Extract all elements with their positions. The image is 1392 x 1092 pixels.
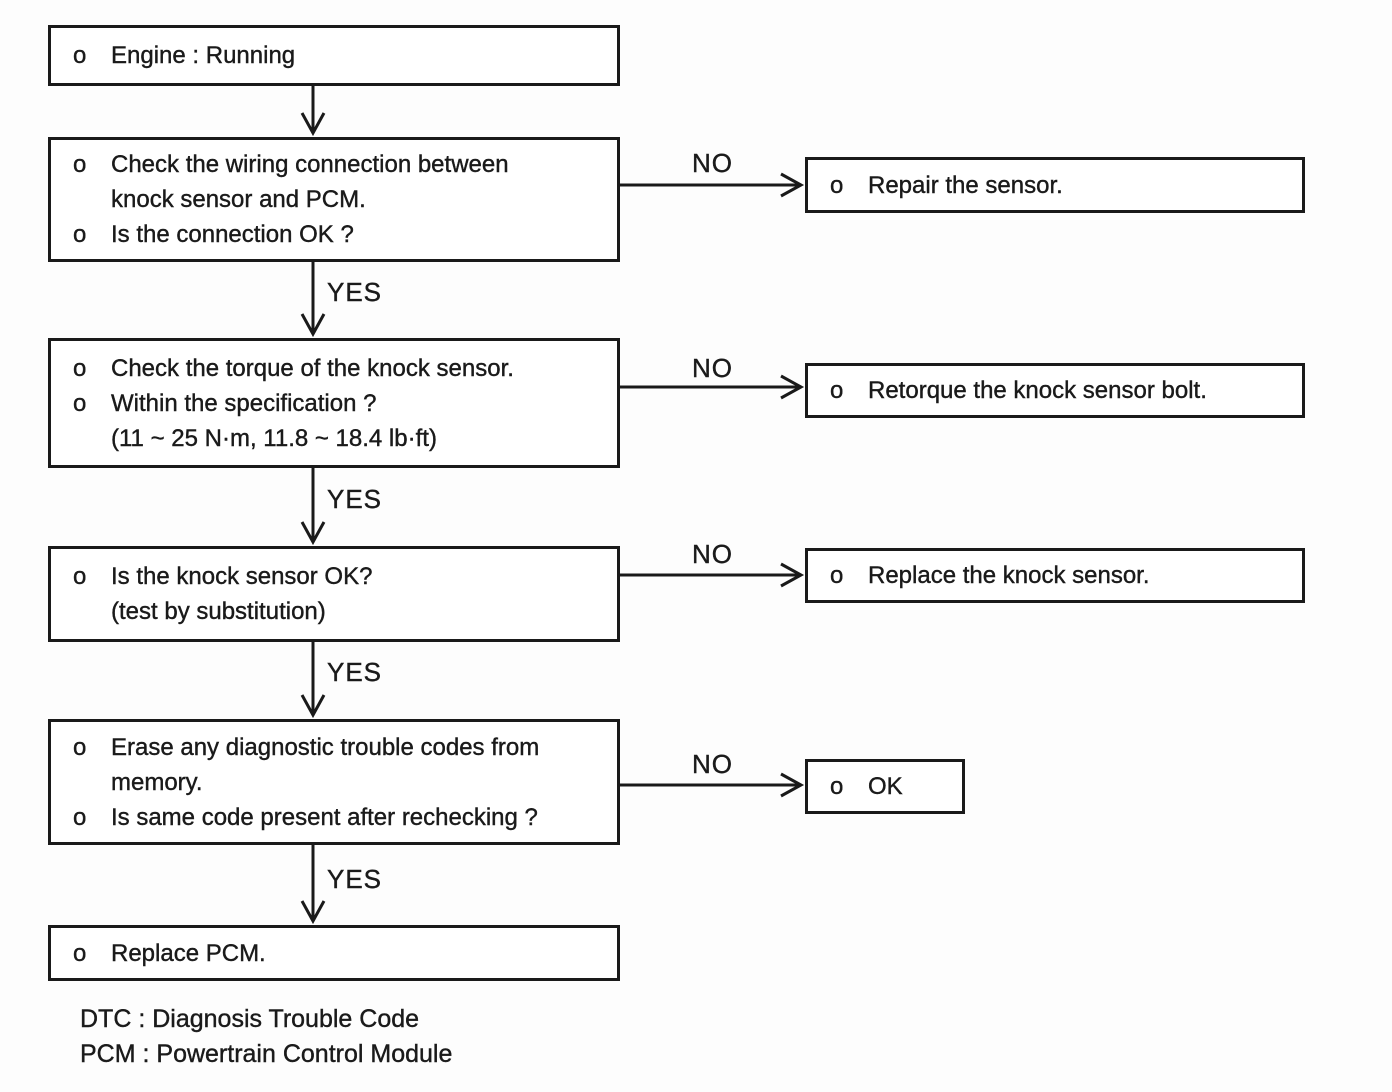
bullet-marker: o (830, 562, 844, 589)
edge-label-no-3: NO (692, 539, 733, 569)
action-line: o OK (830, 769, 950, 804)
bullet-marker: o (73, 389, 87, 417)
action-text: Retorque the knock sensor bolt. (868, 377, 1207, 404)
step-line: o Replace PCM. (73, 936, 605, 971)
step-text: (11 ~ 25 N·m, 11.8 ~ 18.4 lb·ft) (111, 424, 437, 452)
step-text: Is same code present after rechecking ? (111, 803, 538, 831)
action-text: Replace the knock sensor. (868, 562, 1150, 589)
edge-label-yes-3: YES (327, 657, 383, 687)
step-text: Check the torque of the knock sensor. (111, 354, 514, 382)
step-text: Erase any diagnostic trouble codes from (111, 733, 540, 761)
flow-step-check-torque: o Check the torque of the knock sensor. … (48, 338, 620, 468)
step-line: (test by substitution) (73, 594, 605, 629)
step-line: memory. (73, 765, 605, 800)
flow-action-replace-knock-sensor: o Replace the knock sensor. (805, 548, 1305, 603)
flow-action-ok: o OK (805, 759, 965, 814)
flow-step-knock-sensor-ok: o Is the knock sensor OK? (test by subst… (48, 546, 620, 642)
step-text: Engine : Running (111, 42, 296, 69)
bullet-marker: o (830, 773, 844, 800)
step-text: Is the connection OK ? (111, 221, 354, 248)
bullet-marker: o (73, 354, 87, 382)
edge-label-no-2: NO (692, 353, 733, 383)
step-line: o Engine : Running (73, 38, 605, 73)
step-line: o Is the knock sensor OK? (73, 559, 605, 594)
edge-label-no-4: NO (692, 749, 733, 779)
step-line: o Erase any diagnostic trouble codes fro… (73, 730, 605, 765)
step-line: o Is same code present after rechecking … (73, 800, 605, 835)
bullet-marker (73, 765, 111, 800)
step-line: (11 ~ 25 N·m, 11.8 ~ 18.4 lb·ft) (73, 421, 605, 456)
action-line: o Repair the sensor. (830, 168, 1290, 203)
footnotes: DTC : Diagnosis Trouble Code PCM : Power… (80, 1002, 453, 1072)
action-text: OK (868, 773, 903, 800)
bullet-marker: o (73, 42, 87, 69)
flow-action-retorque-bolt: o Retorque the knock sensor bolt. (805, 363, 1305, 418)
step-text: Is the knock sensor OK? (111, 563, 373, 590)
bullet-marker: o (73, 563, 87, 590)
bullet-marker (73, 421, 111, 456)
step-text: (test by substitution) (111, 598, 326, 625)
bullet-marker (73, 594, 111, 629)
step-text: memory. (111, 768, 203, 796)
bullet-marker: o (73, 803, 87, 831)
flow-step-replace-pcm: o Replace PCM. (48, 925, 620, 981)
action-line: o Retorque the knock sensor bolt. (830, 373, 1290, 408)
flow-step-erase-dtc: o Erase any diagnostic trouble codes fro… (48, 719, 620, 845)
step-text: Within the specification ? (111, 389, 377, 417)
bullet-marker: o (73, 939, 87, 967)
flow-step-engine-running: o Engine : Running (48, 25, 620, 86)
footnote-pcm: PCM : Powertrain Control Module (80, 1040, 453, 1068)
step-line: o Within the specification ? (73, 386, 605, 421)
edge-label-yes-4: YES (327, 864, 383, 894)
bullet-marker (73, 182, 111, 217)
step-text: knock sensor and PCM. (111, 186, 366, 213)
edge-label-no-1: NO (692, 148, 733, 178)
step-text: Check the wiring connection between (111, 151, 509, 178)
edge-label-yes-1: YES (327, 277, 383, 307)
bullet-marker: o (73, 151, 87, 178)
step-line: o Check the wiring connection between (73, 147, 605, 182)
action-text: Repair the sensor. (868, 171, 1063, 199)
step-line: o Is the connection OK ? (73, 217, 605, 252)
bullet-marker: o (830, 171, 844, 199)
action-line: o Replace the knock sensor. (830, 558, 1290, 593)
step-line: knock sensor and PCM. (73, 182, 605, 217)
footnote-dtc: DTC : Diagnosis Trouble Code (80, 1005, 420, 1033)
step-line: o Check the torque of the knock sensor. (73, 351, 605, 386)
bullet-marker: o (73, 221, 87, 248)
step-text: Replace PCM. (111, 939, 266, 967)
flow-action-repair-sensor: o Repair the sensor. (805, 157, 1305, 213)
flow-step-check-wiring: o Check the wiring connection between kn… (48, 137, 620, 262)
edge-label-yes-2: YES (327, 484, 383, 514)
bullet-marker: o (830, 377, 844, 404)
bullet-marker: o (73, 733, 87, 761)
